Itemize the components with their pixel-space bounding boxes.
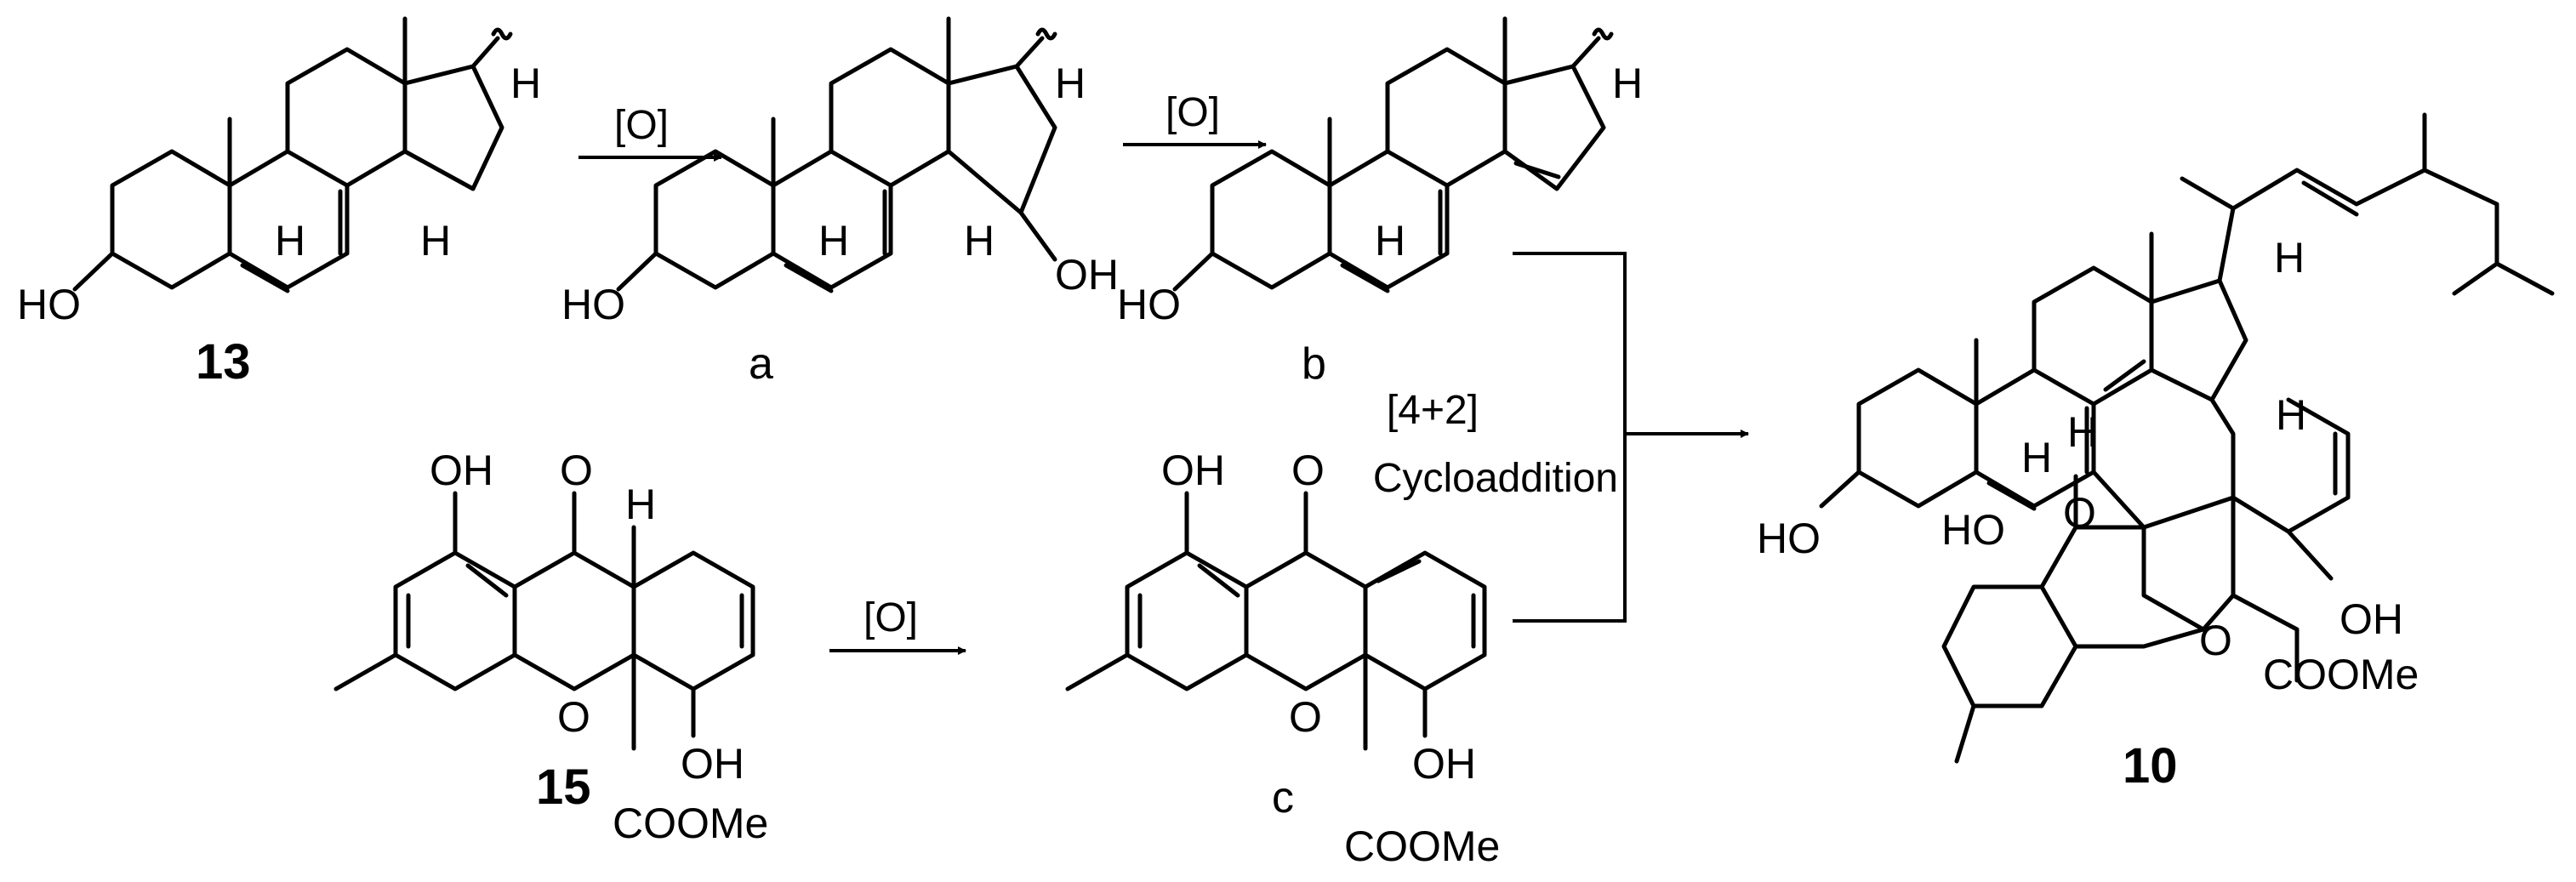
- c-oh-top: OH: [1161, 447, 1225, 494]
- c-label: c: [1272, 773, 1294, 822]
- compound-15-h: H: [625, 481, 656, 528]
- c-ring-o: O: [1289, 693, 1322, 741]
- compound-13-h-top: H: [510, 60, 541, 107]
- compound-13-ho: HO: [17, 281, 81, 328]
- compound-15-ester: COOMe: [613, 799, 768, 847]
- compound-15-oh-top: OH: [430, 447, 493, 494]
- compound-10-ketone-o: O: [2063, 489, 2096, 537]
- b-ho: HO: [1117, 281, 1181, 328]
- compound-15-ring-o: O: [557, 693, 590, 741]
- compound-10-h3: H: [2067, 408, 2098, 456]
- compound-10-ester: COOMe: [2263, 651, 2419, 698]
- b-h-top: H: [1612, 60, 1643, 107]
- b-h-left: H: [1375, 217, 1405, 265]
- cycloaddition-line1: [4+2]: [1387, 388, 1479, 433]
- a-label: a: [749, 339, 773, 389]
- cycloaddition-line2: Cycloaddition: [1373, 456, 1618, 501]
- reaction-3-reagent: [O]: [863, 595, 918, 640]
- compound-10-h4: H: [2276, 391, 2306, 439]
- reaction-1-reagent: [O]: [614, 103, 669, 148]
- b-label: b: [1302, 339, 1326, 389]
- intermediate-c: OH O O OH COOMe c: [1065, 447, 1500, 870]
- a-h-left: H: [818, 217, 849, 265]
- c-oh: OH: [1412, 740, 1476, 788]
- compound-10-h1: H: [2274, 234, 2305, 282]
- compound-13-number: 13: [196, 334, 251, 390]
- compound-10: HO H H H H O HO O OH COOMe 10: [1757, 112, 2555, 794]
- a-oh: OH: [1055, 251, 1119, 299]
- compound-10-oh: OH: [2339, 595, 2403, 643]
- compound-15-oh: OH: [681, 740, 744, 788]
- compound-15-ketone-o: O: [560, 447, 593, 494]
- a-h-top: H: [1055, 60, 1086, 107]
- convergence-bracket: [1513, 252, 1627, 623]
- compound-13-h-left: H: [275, 217, 305, 265]
- a-h-right: H: [964, 217, 994, 265]
- compound-15-number: 15: [536, 760, 591, 815]
- compound-10-ring-o: O: [2199, 617, 2232, 664]
- intermediate-a: HO OH H H H a: [561, 16, 1119, 389]
- compound-13: HO H H H 13: [17, 16, 541, 390]
- compound-10-phenol-ho: HO: [1941, 506, 2005, 554]
- compound-10-ho: HO: [1757, 515, 1821, 562]
- compound-15: OH O H O OH COOMe 15: [333, 447, 768, 847]
- a-ho: HO: [561, 281, 625, 328]
- c-ester: COOMe: [1344, 822, 1500, 870]
- compound-10-h2: H: [2021, 434, 2052, 481]
- reaction-2-reagent: [O]: [1165, 90, 1220, 135]
- compound-13-h-right: H: [420, 217, 451, 265]
- intermediate-b: HO H H b: [1117, 16, 1643, 389]
- compound-10-number: 10: [2123, 738, 2178, 794]
- c-ketone-o: O: [1291, 447, 1325, 494]
